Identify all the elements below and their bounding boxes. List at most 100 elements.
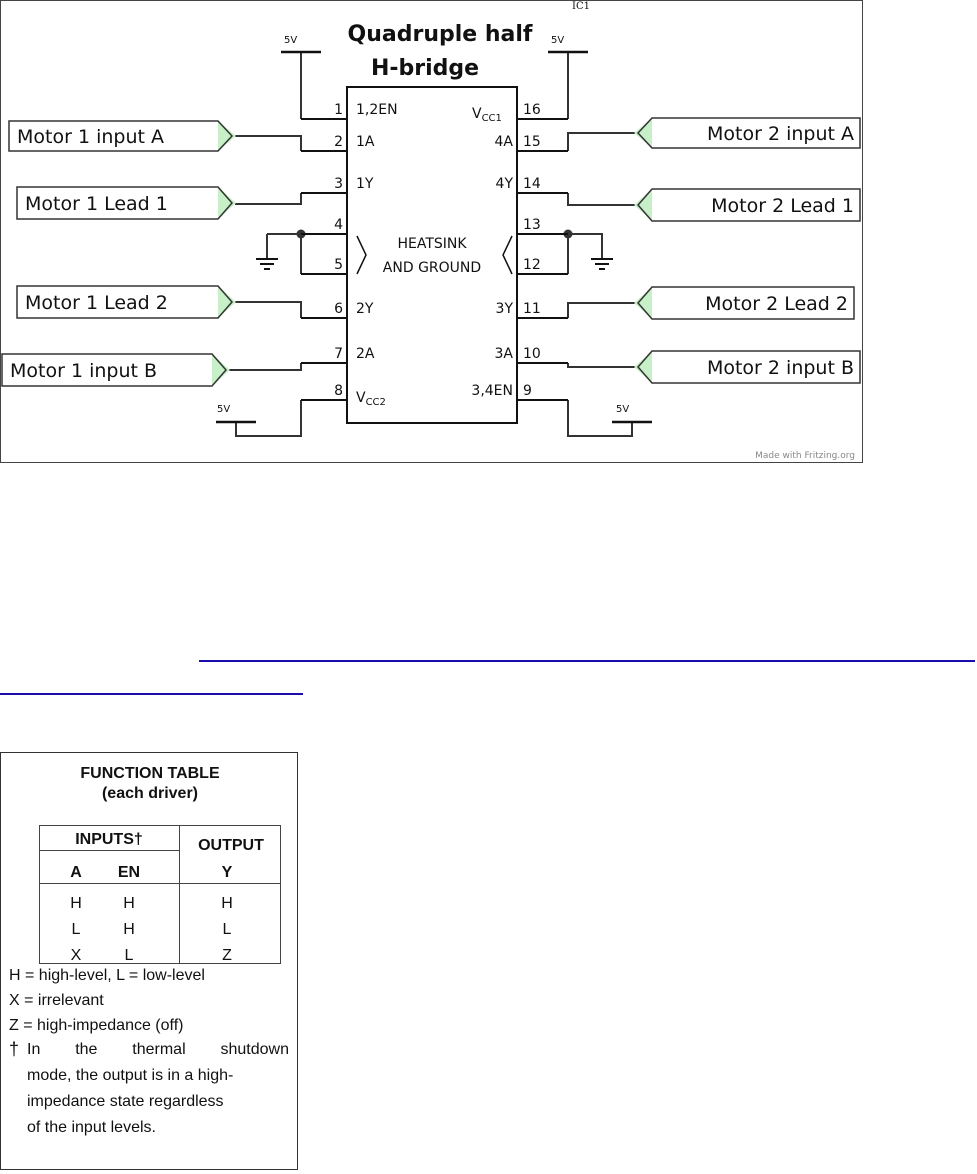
hyperlink-underline-continued[interactable]	[0, 693, 303, 695]
pin-name-15: 4A	[495, 134, 514, 150]
dagger-mark: †	[9, 1039, 20, 1059]
pin-number-4: 4	[334, 217, 343, 233]
function-table-subtitle: (each driver)	[101, 785, 199, 802]
table-cell: H	[123, 921, 135, 938]
pin-number-8: 8	[334, 383, 343, 399]
table-cell: L	[223, 921, 232, 938]
pin-number-1: 1	[334, 102, 343, 118]
connector-motor2-lead2: Motor 2 Lead 2	[634, 286, 855, 320]
pin-number-13: 13	[523, 217, 541, 233]
supply-5v-pin9: 5V	[612, 404, 652, 424]
heatsink-bracket-left	[356, 235, 367, 275]
pin-name-14: 4Y	[496, 176, 514, 192]
inputs-header: INPUTS†	[75, 831, 143, 848]
connector-motor1-input-b: Motor 1 input B	[1, 353, 230, 387]
ic-body	[346, 86, 518, 424]
wire-m1-inB	[228, 363, 302, 371]
function-table-title: FUNCTION TABLE	[80, 765, 220, 782]
connector-label: Motor 2 Lead 1	[711, 195, 854, 217]
connector-motor2-input-b: Motor 2 input B	[634, 350, 861, 384]
title-line-1: Quadruple half	[348, 22, 533, 47]
table-cell: L	[125, 947, 134, 964]
pin-number-2: 2	[334, 134, 343, 150]
wire-m2-lead2	[567, 302, 636, 318]
ground-icon-right	[591, 258, 613, 270]
pin-name-1: 1,2EN	[356, 102, 398, 118]
wire-gnd-right	[567, 233, 603, 274]
table-cell: Z	[222, 947, 232, 964]
footnote-line-4: of the input levels.	[27, 1119, 156, 1136]
supply-label: 5V	[551, 35, 564, 46]
pin-name-11: 3Y	[496, 301, 514, 317]
table-cell: H	[221, 895, 233, 912]
pin-number-15: 15	[523, 134, 541, 150]
pin-name-16: VCC1	[472, 106, 502, 124]
pin-number-12: 12	[523, 257, 541, 273]
supply-5v-pin8: 5V	[216, 404, 256, 424]
connector-motor2-input-a: Motor 2 input A	[634, 117, 861, 149]
footnote-word: the	[75, 1041, 98, 1058]
pin-name-6: 2Y	[356, 301, 374, 317]
heatsink-label: HEATSINK	[397, 236, 467, 252]
footnote-word: shutdown	[220, 1041, 289, 1058]
pin-number-14: 14	[523, 176, 541, 192]
pin-number-5: 5	[334, 257, 343, 273]
pin-number-11: 11	[523, 301, 541, 317]
note-irrelevant: X = irrelevant	[9, 992, 104, 1009]
pin-name-10: 3A	[495, 346, 514, 362]
connector-label: Motor 1 input B	[10, 360, 157, 382]
connector-motor2-lead1: Motor 2 Lead 1	[634, 188, 861, 222]
title-line-2: H-bridge	[371, 56, 479, 81]
part-ref: IC1	[572, 1, 590, 12]
pin-number-9: 9	[523, 383, 532, 399]
footnote-line-1: In the thermal shutdown	[27, 1041, 289, 1059]
ground-icon-left	[256, 258, 278, 270]
footnote-line-2: mode, the output is in a high-	[27, 1067, 234, 1084]
supply-label: 5V	[217, 404, 230, 415]
footnote-word: In	[27, 1041, 41, 1058]
supply-label: 5V	[284, 35, 297, 46]
pin-number-7: 7	[334, 346, 343, 362]
wire-pin9-5v	[567, 400, 633, 437]
connector-label: Motor 2 input A	[707, 123, 854, 145]
heatsink-bracket-right	[502, 235, 513, 275]
output-header: OUTPUT	[198, 837, 264, 854]
table-border	[39, 825, 281, 964]
wire-pin8-5v	[235, 400, 302, 437]
connector-label: Motor 1 Lead 2	[25, 292, 168, 314]
pin-number-16: 16	[523, 102, 541, 118]
pin-number-10: 10	[523, 346, 541, 362]
hyperlink-underline[interactable]	[199, 660, 975, 662]
ground-label: AND GROUND	[383, 260, 481, 276]
footnote-line-3: impedance state regardless	[27, 1093, 224, 1110]
pin-number-6: 6	[334, 301, 343, 317]
wire-m2-lead1	[567, 193, 636, 206]
col-header-en: EN	[118, 864, 140, 881]
supply-label: 5V	[616, 404, 629, 415]
table-cell: H	[123, 895, 135, 912]
pin-name-9: 3,4EN	[471, 383, 513, 399]
pin-name-2: 1A	[356, 134, 375, 150]
pin-name-3: 1Y	[356, 176, 374, 192]
pin-name-8: VCC2	[356, 390, 386, 408]
connector-label: Motor 1 Lead 1	[25, 193, 168, 215]
connector-label: Motor 1 input A	[17, 126, 164, 148]
fritzing-watermark: Made with Fritzing.org	[755, 451, 855, 461]
connector-motor1-lead1: Motor 1 Lead 1	[16, 186, 236, 220]
connector-motor1-lead2: Motor 1 Lead 2	[16, 285, 236, 319]
footnote-word: thermal	[132, 1041, 186, 1058]
wire-m1-lead2	[235, 301, 302, 318]
supply-5v-pin16: 5V	[548, 35, 588, 54]
note-levels: H = high-level, L = low-level	[9, 967, 205, 984]
wire-m2-inA	[567, 132, 636, 151]
pin-number-3: 3	[334, 176, 343, 192]
col-header-a: A	[70, 864, 82, 881]
wire-gnd-left	[266, 233, 302, 274]
supply-5v-pin1: 5V	[281, 35, 321, 54]
pin-name-7: 2A	[356, 346, 375, 362]
table-cell: H	[70, 895, 82, 912]
wire-m2-inB	[567, 363, 636, 368]
hbridge-schematic: IC1 Quadruple half H-bridge 1 1,2EN 2 1A 3 1Y…	[0, 0, 863, 463]
col-header-y: Y	[222, 864, 233, 881]
